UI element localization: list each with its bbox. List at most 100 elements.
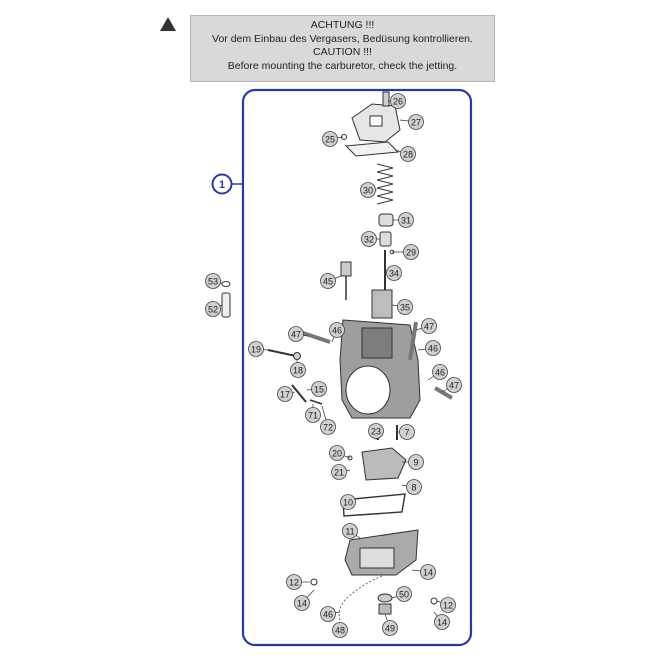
drain-hose xyxy=(338,575,383,626)
callout-bubble-34 xyxy=(386,265,402,281)
vent-hose-right xyxy=(408,321,418,361)
callout-bubble-28 xyxy=(400,146,416,162)
callout-bubble-29 xyxy=(403,244,419,260)
callout-bubble-53 xyxy=(205,273,221,289)
callout-bubble-27 xyxy=(408,114,424,130)
float-9 xyxy=(361,447,407,481)
callout-number-28: 28 xyxy=(403,149,413,159)
spring-retainer xyxy=(378,213,394,227)
callout-bubble-46c xyxy=(432,364,448,380)
float-gasket-10 xyxy=(342,493,406,517)
callout-number-18: 18 xyxy=(293,365,303,375)
cover-hole xyxy=(369,115,383,127)
callout-number-19: 19 xyxy=(251,344,261,354)
caution-notice: ACHTUNG !!! Vor dem Einbau des Vergasers… xyxy=(190,15,495,82)
group-callout xyxy=(211,173,233,195)
callout-number-45: 45 xyxy=(323,276,333,286)
callout-bubble-19 xyxy=(248,341,264,357)
caution-line-1: ACHTUNG !!! xyxy=(310,19,375,31)
nut-18 xyxy=(293,352,301,360)
callout-number-29: 29 xyxy=(406,247,416,257)
parts-artwork xyxy=(221,91,454,626)
callout-number-35: 35 xyxy=(400,302,410,312)
callout-number-14c: 14 xyxy=(437,617,447,627)
o-ring-50 xyxy=(377,593,393,603)
callout-number-47b: 47 xyxy=(424,321,434,331)
drain-plug-49 xyxy=(378,603,392,615)
screw-19 xyxy=(267,349,297,357)
callout-number-71: 71 xyxy=(308,410,318,420)
callout-bubble-9 xyxy=(408,454,424,470)
callout-number-25: 25 xyxy=(325,134,335,144)
callout-bubble-14c xyxy=(434,614,450,630)
needle-holder xyxy=(379,231,392,247)
callout-number-21: 21 xyxy=(334,467,344,477)
stop-screw-head xyxy=(340,261,352,277)
callout-number-52: 52 xyxy=(208,304,218,314)
callout-bubble-71 xyxy=(305,407,321,423)
caution-line-3: CAUTION !!! xyxy=(313,46,372,58)
callout-number-49: 49 xyxy=(385,623,395,633)
group-callout-label: 1 xyxy=(219,179,225,191)
throttle-slide xyxy=(371,289,393,319)
callout-bubble-50 xyxy=(396,586,412,602)
callout-bubble-47b xyxy=(421,318,437,334)
callout-bubble-72 xyxy=(320,419,336,435)
callout-bubble-12b xyxy=(440,597,456,613)
callout-number-11: 11 xyxy=(345,526,354,536)
screw-17 xyxy=(291,384,307,403)
callout-bubble-31 xyxy=(398,212,414,228)
jet-52 xyxy=(221,292,231,318)
callout-bubble-11 xyxy=(342,523,358,539)
screw-71 xyxy=(309,399,323,405)
callout-bubble-46b xyxy=(425,340,441,356)
callout-number-46d: 46 xyxy=(323,609,333,619)
callout-number-14a: 14 xyxy=(423,567,433,577)
callout-bubble-49 xyxy=(382,620,398,636)
assembly-frame xyxy=(241,88,473,647)
callout-number-30: 30 xyxy=(363,185,373,195)
callout-number-12b: 12 xyxy=(443,600,453,610)
clamp-12-right xyxy=(430,597,438,605)
body-top-chamber xyxy=(361,327,393,359)
callout-number-15: 15 xyxy=(314,384,324,394)
clamp-12-left xyxy=(310,578,318,586)
callout-number-27: 27 xyxy=(411,117,421,127)
warning-icon xyxy=(160,17,176,31)
callout-number-17: 17 xyxy=(280,389,290,399)
callout-bubble-30 xyxy=(360,182,376,198)
callout-bubble-48 xyxy=(332,622,348,638)
callout-bubble-45 xyxy=(320,273,336,289)
cover-pin xyxy=(382,91,390,107)
bowl-interior xyxy=(359,547,395,569)
callout-number-47c: 47 xyxy=(449,380,459,390)
callout-number-46c: 46 xyxy=(435,367,445,377)
callout-bubble-7 xyxy=(399,424,415,440)
callout-bubble-35 xyxy=(397,299,413,315)
callout-bubble-47c xyxy=(446,377,462,393)
callout-number-50: 50 xyxy=(399,589,409,599)
vent-hose-lower xyxy=(433,386,454,400)
callout-number-47a: 47 xyxy=(291,329,301,339)
callout-bubble-32 xyxy=(361,231,377,247)
callout-bubble-20 xyxy=(329,445,345,461)
callout-number-31: 31 xyxy=(401,215,411,225)
callout-number-46b: 46 xyxy=(428,343,438,353)
callout-bubble-10 xyxy=(340,494,356,510)
callout-number-23: 23 xyxy=(371,426,381,436)
callout-bubble-14b xyxy=(294,595,310,611)
callout-number-34: 34 xyxy=(389,268,399,278)
callout-number-10: 10 xyxy=(343,497,353,507)
callout-number-14b: 14 xyxy=(297,598,307,608)
caution-line-4: Before mounting the carburetor, check th… xyxy=(227,59,458,72)
callout-number-26: 26 xyxy=(393,96,403,106)
callout-number-72: 72 xyxy=(323,422,333,432)
callout-bubble-21 xyxy=(331,464,347,480)
callout-bubble-46a xyxy=(329,322,345,338)
callout-bubble-8 xyxy=(406,479,422,495)
callout-number-48: 48 xyxy=(335,625,345,635)
vent-hose-left xyxy=(299,330,331,344)
callout-bubble-18 xyxy=(290,362,306,378)
slide-spring xyxy=(376,163,394,205)
